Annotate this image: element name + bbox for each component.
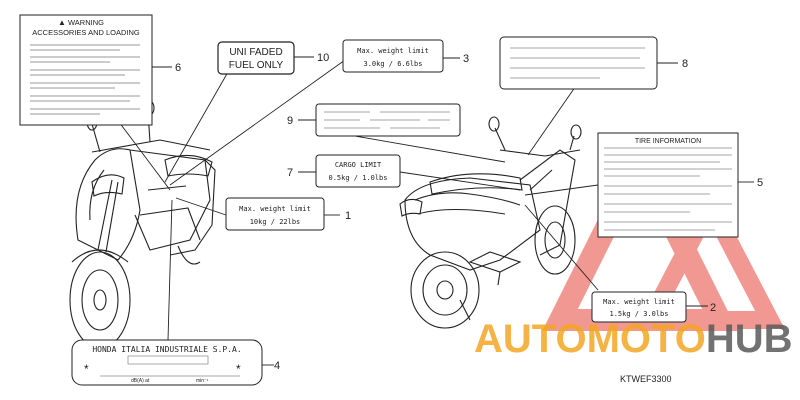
svg-text:*: *: [84, 362, 89, 376]
svg-text:CARGO LIMIT: CARGO LIMIT: [335, 161, 382, 169]
svg-text:9: 9: [287, 115, 293, 127]
svg-text:8: 8: [682, 58, 688, 70]
svg-text:ACCESSORIES AND LOADING: ACCESSORIES AND LOADING: [32, 28, 140, 37]
svg-text:Max. weight limit: Max. weight limit: [239, 205, 311, 213]
watermark-text: AUTOMOTOHUB: [474, 317, 793, 361]
svg-text:Max. weight limit: Max. weight limit: [357, 47, 429, 55]
watermark-moto: MOTO: [587, 317, 706, 361]
svg-text:min⁻¹: min⁻¹: [196, 378, 209, 384]
scooter-front-view: [69, 99, 216, 349]
svg-text:UNI FADED: UNI FADED: [229, 47, 282, 58]
svg-text:5: 5: [757, 177, 763, 189]
label-warning-accessories: ▲ WARNING ACCESSORIES AND LOADING 6: [19, 14, 181, 126]
svg-text:HONDA ITALIA INDUSTRIALE S.P.A: HONDA ITALIA INDUSTRIALE S.P.A.: [92, 345, 241, 354]
svg-text:4: 4: [274, 360, 280, 372]
svg-text:1.5kg / 3.0lbs: 1.5kg / 3.0lbs: [609, 310, 668, 318]
label-max-weight-1-5kg: Max. weight limit 1.5kg / 3.0lbs 2: [591, 291, 716, 323]
svg-text:AUTOMOTOHUB: AUTOMOTOHUB: [474, 317, 793, 361]
label-honda-italia-plate: HONDA ITALIA INDUSTRIALE S.P.A. * * dB(A…: [71, 339, 280, 386]
label-blank-8: 8: [499, 36, 688, 90]
svg-text:3: 3: [463, 53, 469, 65]
svg-text:dB(A) at: dB(A) at: [131, 378, 150, 384]
label-uni-faded-fuel: UNI FADED FUEL ONLY 10: [217, 41, 329, 75]
label-blank-9: 9: [287, 103, 461, 137]
watermark-auto: AUTO: [474, 317, 587, 361]
label-tire-information: TIRE INFORMATION 5: [597, 132, 763, 238]
svg-text:6: 6: [175, 62, 181, 74]
svg-text:*: *: [236, 362, 241, 376]
svg-text:1: 1: [345, 210, 351, 222]
svg-text:WARNING: WARNING: [68, 18, 104, 27]
leader-lines: [109, 56, 754, 366]
label-max-weight-10kg: Max. weight limit 10kg / 22lbs 1: [225, 197, 351, 231]
label-cargo-limit: CARGO LIMIT 0.5kg / 1.0lbs 7: [287, 154, 401, 188]
svg-text:10kg / 22lbs: 10kg / 22lbs: [250, 218, 301, 226]
svg-text:FUEL ONLY: FUEL ONLY: [229, 60, 284, 71]
svg-text:2: 2: [710, 302, 716, 314]
label-max-weight-3kg: Max. weight limit 3.0kg / 6.6lbs 3: [342, 39, 469, 73]
svg-text:0.5kg / 1.0lbs: 0.5kg / 1.0lbs: [328, 174, 387, 182]
scooter-rear-view: [399, 116, 582, 329]
watermark-hub: HUB: [706, 317, 793, 361]
warning-icon: ▲: [58, 18, 66, 27]
svg-text:TIRE INFORMATION: TIRE INFORMATION: [635, 138, 701, 145]
diagram-code: KTWEF3300: [620, 374, 672, 384]
svg-text:10: 10: [317, 52, 329, 64]
svg-text:7: 7: [287, 167, 293, 179]
svg-text:3.0kg / 6.6lbs: 3.0kg / 6.6lbs: [363, 60, 422, 68]
svg-text:Max. weight limit: Max. weight limit: [603, 298, 675, 306]
